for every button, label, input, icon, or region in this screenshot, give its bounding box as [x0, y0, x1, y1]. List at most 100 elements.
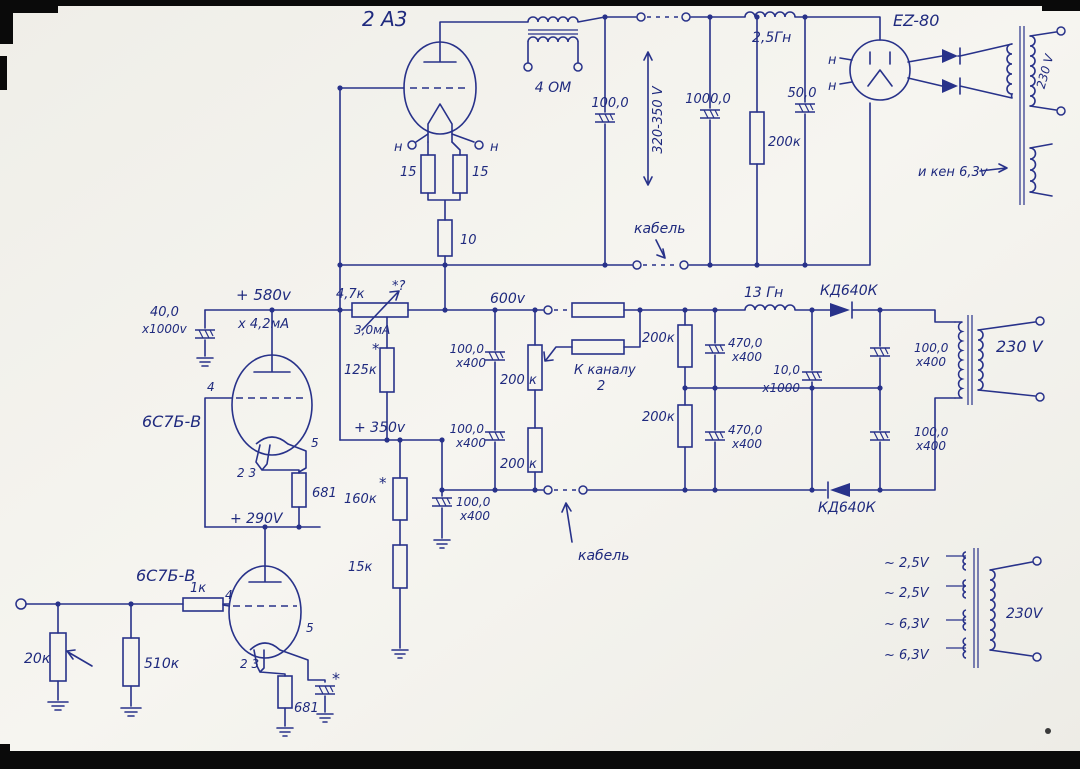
label-510k: 510к: [144, 656, 180, 672]
label-cap-c3v: х400: [459, 509, 490, 523]
label-cap100-r1v: х400: [915, 355, 946, 369]
label-pin4-1: 4: [207, 380, 215, 394]
label-cap-a2v: х400: [455, 436, 486, 450]
label-200k-r2: 200к: [642, 410, 675, 425]
heater-transformer-bottom: ~ 2,5V ~ 2,5V ~ 6,3V ~ 6,3V 230V: [884, 548, 1044, 668]
label-1k: 1к: [190, 581, 206, 596]
output-transformer: 4 ОМ: [439, 16, 583, 96]
bias-transformer-mid: 230 V: [954, 315, 1045, 405]
tube-2a3-symbol: 2 А3 н н: [362, 7, 499, 155]
tube-6s7b-lower: 6С7Б-В 4 5 2 3 681 *: [136, 526, 340, 737]
b-plus-rail-top: 2,5Гн: [577, 11, 881, 46]
label-pin23-2: 2 3: [240, 657, 259, 671]
paper-speck: [1045, 728, 1051, 734]
psu-filter-caps-top: 100,0 1000,0 200к 50,0: [591, 16, 817, 266]
label-600v: 600v: [490, 291, 526, 307]
label-cap10: 10,0: [773, 363, 800, 377]
label-w63a: ~ 6,3V: [884, 617, 930, 632]
hum-balance-resistors: 15 15 10: [400, 141, 489, 311]
label-cap470-2v: х400: [731, 437, 762, 451]
label-to-channel-2: 2: [597, 379, 605, 394]
to-channel-2-tap: К каналу 2: [543, 309, 641, 394]
label-15r: 15: [472, 165, 489, 180]
label-15k: 15к: [348, 560, 373, 575]
label-to-channel: К каналу: [574, 363, 636, 378]
voltage-annotation-320-350: 320-350 V: [643, 51, 666, 186]
label-200k-m1: 200 к: [500, 373, 537, 388]
label-cap100-r1: 100,0: [914, 341, 949, 355]
label-15l: 15: [400, 165, 417, 180]
label-681-1: 681: [312, 486, 337, 501]
label-star125: *: [372, 340, 380, 358]
label-cap-a1v: х400: [455, 356, 486, 370]
label-230v-mid: 230 V: [996, 337, 1044, 356]
label-star160: *: [379, 474, 387, 492]
label-kd640-top: КД640К: [820, 283, 879, 299]
label-star-q: *?: [392, 279, 406, 294]
label-kd640-bot: КД640К: [818, 500, 877, 516]
label-350v: + 350v: [354, 420, 406, 436]
label-cap470-2: 470,0: [728, 423, 763, 437]
label-cap40v: х1000v: [141, 322, 188, 336]
label-h2: н: [828, 79, 837, 94]
label-6s7b-1: 6С7Б-В: [142, 412, 201, 431]
tube-6s7b-upper: 6С7Б-В 4 5 2 3 681: [142, 309, 337, 528]
label-cap-a2: 100,0: [450, 422, 485, 436]
mid-filter-column: 100,0 х400 100,0 х400 200 к 200 к: [450, 309, 543, 491]
label-heater-l: н: [394, 140, 403, 155]
label-cap-c3: 100,0: [456, 495, 491, 509]
label-cable-top: кабель: [634, 221, 685, 237]
label-cap-a1: 100,0: [450, 342, 485, 356]
label-47k: 4,7к: [336, 287, 365, 302]
input-network: 1к 20к 510к: [15, 581, 230, 717]
label-w63b: ~ 6,3V: [884, 648, 930, 663]
label-star-cap: *: [332, 669, 340, 688]
label-4ohm: 4 ОМ: [535, 80, 571, 96]
label-cap100-r2v: х400: [915, 439, 946, 453]
label-choke13: 13 Гн: [744, 285, 783, 301]
label-cap10v: х1000: [761, 381, 800, 395]
plate-load-network: 125к * + 350v 160к * 15к 100,0 х400: [339, 316, 491, 659]
label-125k: 125к: [344, 363, 377, 378]
label-cap1000: 1000,0: [685, 92, 731, 107]
label-ken63: и кен 6,3v: [918, 165, 988, 180]
label-cap470-1v: х400: [731, 350, 762, 364]
label-200k-m2: 200 к: [500, 457, 537, 472]
label-heater-r: н: [490, 140, 499, 155]
label-681-2: 681: [294, 701, 319, 716]
rectifier-ez80: EZ-80 н н: [828, 11, 1013, 101]
junction-dots: [55, 14, 883, 607]
label-3ma: 3,0мА: [354, 323, 390, 337]
label-w25b: ~ 2,5V: [884, 586, 930, 601]
rail-bottom-490: КД640К кабель: [441, 397, 956, 564]
label-6s7b-2: 6С7Б-В: [136, 566, 195, 585]
label-pin4-2: 4: [225, 588, 233, 602]
heater-return-rail: кабель: [339, 102, 871, 270]
label-pin5-2: 5: [306, 621, 314, 635]
label-290v: + 290V: [230, 511, 284, 527]
label-pin23-1: 2 3: [237, 466, 256, 480]
mains-transformer-top: 230 V и кен 6,3v: [918, 26, 1066, 205]
label-pin5-1: 5: [311, 436, 319, 450]
label-230v-bot: 230V: [1006, 606, 1044, 622]
label-cable-bot: кабель: [578, 548, 629, 564]
label-h1: н: [828, 53, 837, 68]
label-2a3: 2 А3: [362, 7, 408, 31]
label-42ma: х 4,2мА: [237, 317, 289, 332]
rail-580-600: + 580v 4,7к *? 3,0мА 600v 13 Гн КД640К: [204, 279, 956, 337]
label-cap100top: 100,0: [591, 96, 628, 111]
label-cap40: 40,0: [150, 305, 179, 320]
label-cap50: 50,0: [788, 86, 817, 101]
label-320-350: 320-350 V: [651, 85, 666, 153]
label-200ktop: 200к: [768, 135, 801, 150]
label-10: 10: [460, 233, 477, 248]
label-cap470-1: 470,0: [728, 336, 763, 350]
label-ez80: EZ-80: [893, 11, 939, 30]
label-160k: 160к: [344, 492, 377, 507]
label-20k: 20к: [24, 651, 51, 667]
label-choke25: 2,5Гн: [752, 30, 791, 46]
